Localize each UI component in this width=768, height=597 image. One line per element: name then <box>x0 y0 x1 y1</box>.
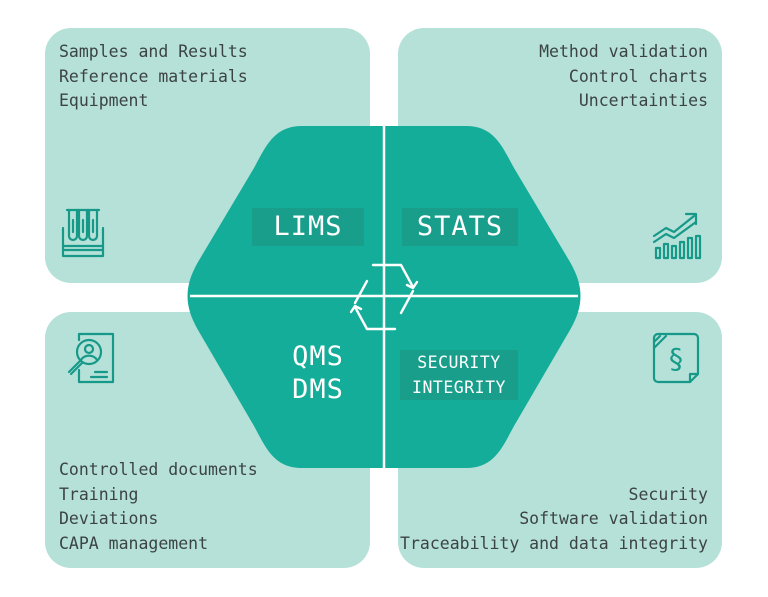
qms-item-list: Controlled documents Training Deviations… <box>59 458 258 556</box>
lims-item-list: Samples and Results Reference materials … <box>59 40 248 114</box>
list-item: Training <box>59 484 139 504</box>
list-item: Method validation <box>539 42 708 61</box>
growth-chart-icon <box>650 206 706 266</box>
qms-label: QMS <box>292 341 344 372</box>
stats-label: STATS <box>402 208 518 246</box>
svg-text:§: § <box>669 342 683 375</box>
list-item: Samples and Results <box>59 42 248 61</box>
list-item: Uncertainties <box>578 91 708 110</box>
document-search-icon <box>65 330 121 390</box>
security-label: SECURITY <box>417 353 501 372</box>
list-item: Security <box>628 484 708 504</box>
list-item: Reference materials <box>59 66 248 86</box>
integrity-label: INTEGRITY <box>412 378 506 397</box>
stats-item-list: Method validation Control charts Uncerta… <box>539 40 708 114</box>
security-item-list: Security Software validation Traceabilit… <box>400 483 708 557</box>
security-integrity-label: SECURITY INTEGRITY <box>400 350 518 400</box>
cycle-arrows-icon <box>343 261 425 337</box>
list-item: Equipment <box>59 91 149 110</box>
list-item: CAPA management <box>59 533 209 553</box>
test-tubes-icon <box>59 206 107 266</box>
lims-label: LIMS <box>252 208 364 246</box>
list-item: Software validation <box>519 509 708 528</box>
list-item: Traceability and data integrity <box>400 533 708 553</box>
list-item: Deviations <box>59 509 159 528</box>
list-item: Controlled documents <box>59 460 258 479</box>
legal-paragraph-icon: § <box>648 328 704 390</box>
dms-label: DMS <box>292 374 344 405</box>
qms-dms-label: QMS DMS <box>270 340 366 406</box>
list-item: Control charts <box>568 66 708 86</box>
